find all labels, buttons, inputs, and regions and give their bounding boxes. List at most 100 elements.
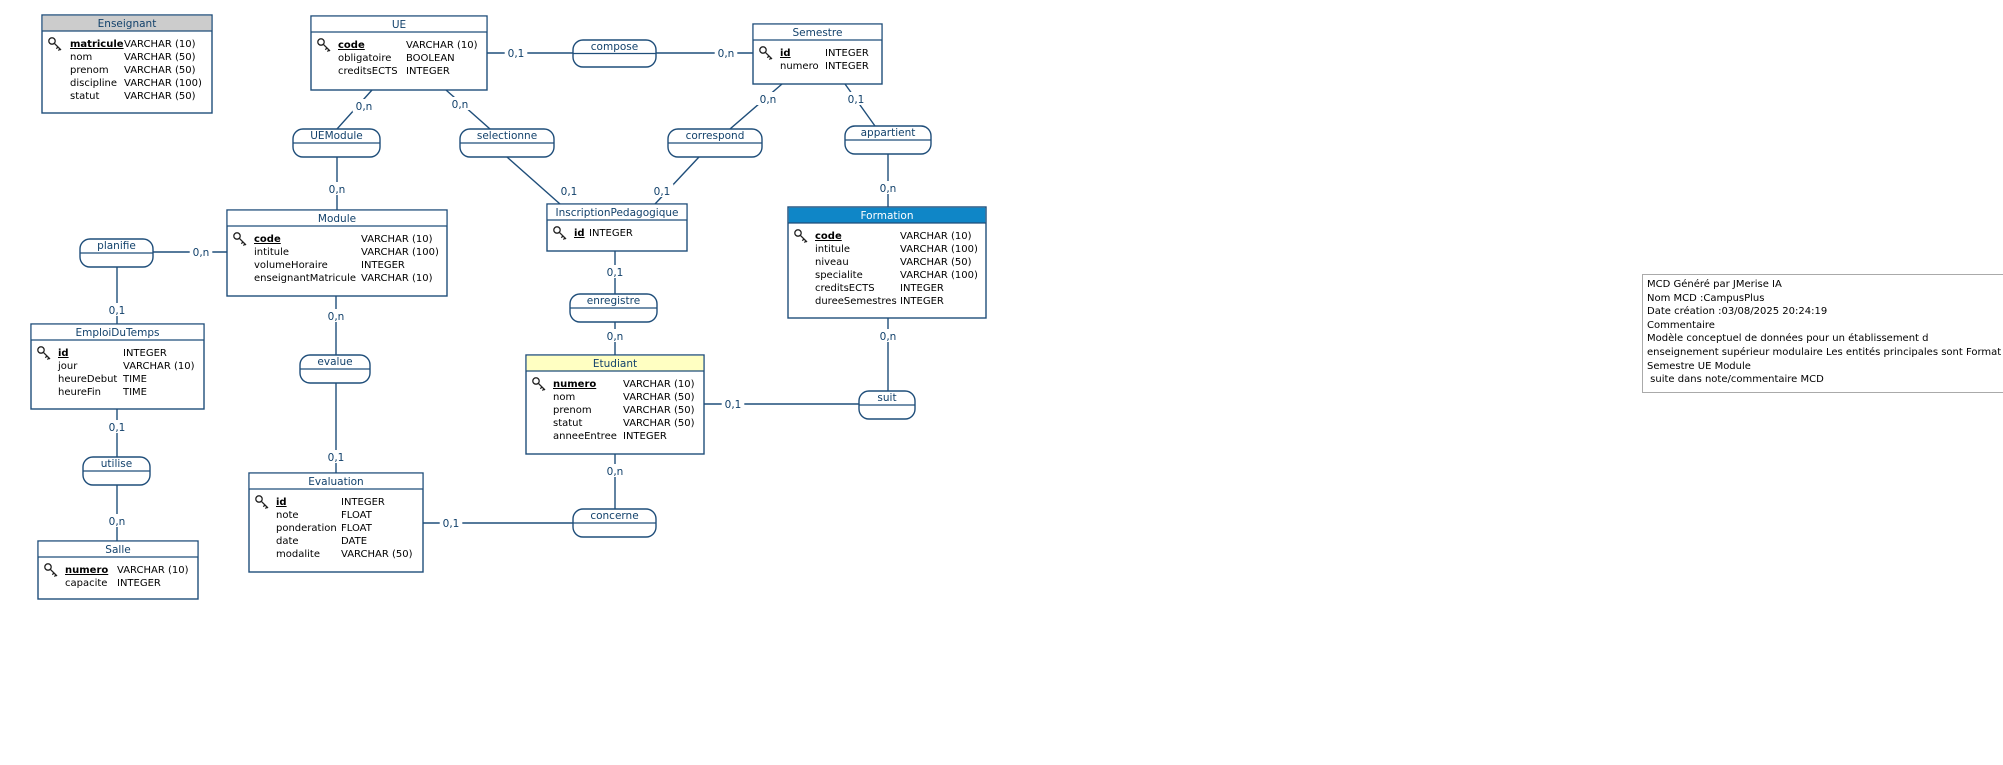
relation-link: 0,1 bbox=[324, 383, 348, 473]
entity-name: Salle bbox=[105, 544, 130, 556]
cardinality-label: 0,1 bbox=[725, 399, 742, 411]
attribute-type: FLOAT bbox=[341, 523, 373, 534]
attribute-name: ponderation bbox=[276, 523, 337, 534]
attribute-type: VARCHAR (100) bbox=[900, 270, 978, 281]
attribute-name: matricule bbox=[70, 39, 124, 50]
attribute-type: VARCHAR (10) bbox=[124, 39, 196, 50]
association-suit[interactable]: suit bbox=[858, 390, 916, 420]
entity-name: Module bbox=[318, 213, 356, 225]
cardinality-label: 0,1 bbox=[109, 305, 126, 317]
attribute-name: creditsECTS bbox=[815, 283, 875, 294]
info-creation-date: Date création :03/08/2025 20:24:19 bbox=[1647, 306, 1828, 318]
relation-link: 0,1 bbox=[487, 46, 573, 60]
mcd-info-panel: MCD Généré par JMerise IA Nom MCD :Campu… bbox=[1642, 274, 2003, 393]
attribute-name: jour bbox=[57, 361, 78, 372]
association-compose[interactable]: compose bbox=[572, 39, 657, 68]
association-uemodule[interactable]: UEModule bbox=[292, 128, 381, 158]
cardinality-label: 0,1 bbox=[508, 48, 525, 60]
cardinality-label: 0,n bbox=[880, 183, 897, 195]
relation-link: 0,n bbox=[324, 296, 348, 355]
attribute-name: intitule bbox=[254, 247, 289, 258]
association-utilise[interactable]: utilise bbox=[82, 456, 151, 486]
attribute-type: INTEGER bbox=[406, 66, 450, 77]
relation-link: 0,n bbox=[876, 154, 900, 207]
attribute-name: modalite bbox=[276, 549, 320, 560]
primary-key-icon bbox=[553, 226, 567, 241]
attribute-type: VARCHAR (100) bbox=[900, 244, 978, 255]
attribute-name: anneeEntree bbox=[553, 431, 617, 442]
relation-link: 0,n bbox=[336, 89, 376, 130]
cardinality-label: 0,n bbox=[329, 184, 346, 196]
cardinality-label: 0,1 bbox=[654, 186, 671, 198]
attribute-type: VARCHAR (50) bbox=[341, 549, 413, 560]
cardinality-label: 0,n bbox=[328, 311, 345, 323]
primary-key-icon bbox=[233, 232, 247, 247]
association-planifie[interactable]: planifie bbox=[79, 238, 154, 268]
attribute-type: INTEGER bbox=[117, 578, 161, 589]
association-enregistre[interactable]: enregistre bbox=[569, 293, 658, 323]
entity-name: Etudiant bbox=[593, 358, 637, 370]
info-mcd-name: Nom MCD :CampusPlus bbox=[1647, 292, 1765, 304]
attribute-type: INTEGER bbox=[361, 260, 405, 271]
cardinality-label: 0,1 bbox=[848, 94, 865, 106]
association-name: concerne bbox=[590, 510, 638, 522]
attribute-name: id bbox=[276, 497, 287, 508]
attribute-type: VARCHAR (50) bbox=[900, 257, 972, 268]
entity-name: UE bbox=[392, 19, 406, 31]
attribute-name: id bbox=[780, 48, 791, 59]
primary-key-icon bbox=[317, 38, 331, 53]
info-comment-line-1: Modèle conceptuel de données pour un éta… bbox=[1647, 333, 1929, 345]
association-correspond[interactable]: correspond bbox=[667, 128, 763, 158]
attribute-type: VARCHAR (50) bbox=[124, 52, 196, 63]
cardinality-label: 0,n bbox=[109, 516, 126, 528]
cardinality-label: 0,1 bbox=[109, 422, 126, 434]
association-name: selectionne bbox=[477, 130, 537, 142]
primary-key-icon bbox=[255, 495, 269, 510]
attribute-type: VARCHAR (10) bbox=[123, 361, 195, 372]
relation-link: 0,n bbox=[656, 46, 753, 60]
cardinality-label: 0,n bbox=[760, 94, 777, 106]
attribute-name: heureDebut bbox=[58, 374, 117, 385]
attribute-type: INTEGER bbox=[623, 431, 667, 442]
cardinality-label: 0,n bbox=[880, 331, 897, 343]
cardinality-label: 0,n bbox=[607, 466, 624, 478]
attribute-type: VARCHAR (50) bbox=[623, 392, 695, 403]
attribute-type: VARCHAR (100) bbox=[361, 247, 439, 258]
cardinality-label: 0,n bbox=[607, 331, 624, 343]
association-name: utilise bbox=[101, 458, 132, 470]
association-selectionne[interactable]: selectionne bbox=[459, 128, 555, 158]
association-evalue[interactable]: evalue bbox=[299, 354, 371, 384]
attribute-type: VARCHAR (10) bbox=[117, 565, 189, 576]
association-appartient[interactable]: appartient bbox=[844, 125, 932, 155]
entity-name: Formation bbox=[861, 210, 914, 222]
association-name: compose bbox=[591, 41, 638, 53]
attribute-name: volumeHoraire bbox=[254, 260, 328, 271]
relation-link: 0,1 bbox=[423, 516, 573, 530]
relation-link: 0,n bbox=[153, 245, 227, 259]
attribute-name: id bbox=[58, 348, 69, 359]
association-name: evalue bbox=[317, 356, 352, 368]
association-name: enregistre bbox=[587, 295, 640, 307]
attribute-name: nom bbox=[553, 392, 575, 403]
relation-link: 0,1 bbox=[105, 267, 129, 324]
attribute-name: numero bbox=[780, 61, 819, 72]
attribute-name: creditsECTS bbox=[338, 66, 398, 77]
cardinality-label: 0,n bbox=[356, 101, 373, 113]
attribute-type: VARCHAR (50) bbox=[623, 418, 695, 429]
association-concerne[interactable]: concerne bbox=[572, 508, 657, 538]
attribute-type: INTEGER bbox=[900, 296, 944, 307]
attribute-name: code bbox=[338, 40, 365, 51]
cardinality-label: 0,1 bbox=[561, 186, 578, 198]
info-comment-line-3: Semestre UE Module bbox=[1647, 360, 1751, 372]
